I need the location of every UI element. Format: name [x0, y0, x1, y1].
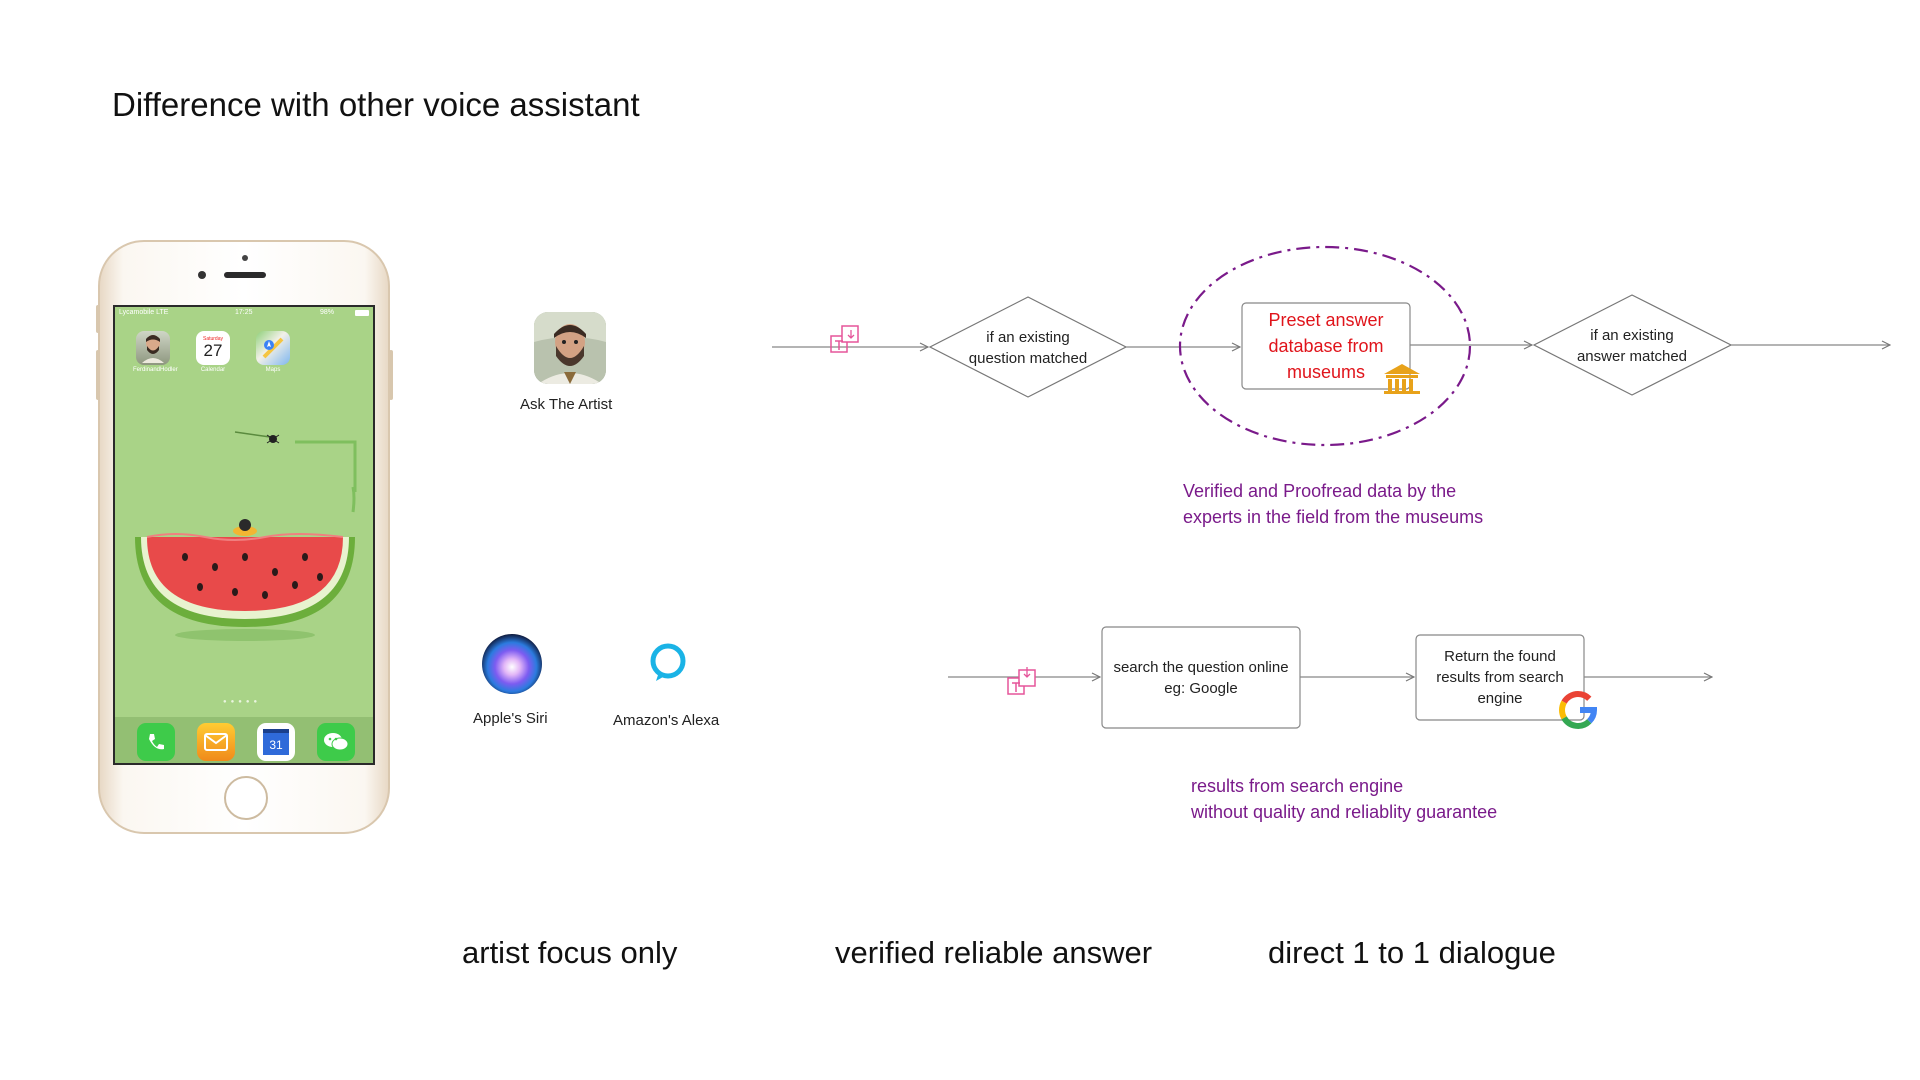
google-icon — [1559, 691, 1598, 729]
preset-answer-database-box — [1241, 302, 1411, 390]
artist-portrait-icon — [136, 331, 170, 365]
siri-icon — [482, 634, 542, 694]
alexa-label: Amazon's Alexa — [613, 712, 720, 729]
decision-text: question matched — [969, 350, 1087, 367]
ask-the-artist-icon — [534, 312, 606, 384]
note-line: experts in the field from the museums — [1183, 507, 1484, 527]
note-line: results from search engine — [1191, 776, 1404, 796]
question-match-decision — [928, 296, 1128, 398]
mail-icon — [197, 723, 235, 761]
ask-the-artist-label: Ask The Artist — [520, 396, 613, 413]
wechat-icon — [317, 723, 355, 761]
calendar-weekday: Saturday — [202, 336, 223, 342]
text-input-icon — [1007, 667, 1036, 695]
results-box-text: Return the found — [1444, 648, 1556, 665]
dock-calendar-day: 31 — [263, 729, 289, 755]
calendar-icon: 31 — [257, 723, 295, 761]
search-online-box — [1101, 626, 1301, 729]
verified-answer-flow: if an existing question matched Preset a… — [772, 245, 1900, 447]
search-box-text: eg: Google — [1164, 680, 1237, 697]
decision-text: if an existing — [1590, 327, 1673, 344]
search-box-text: search the question online — [1113, 659, 1288, 676]
phone-camera — [198, 271, 206, 279]
search-engine-note: results from search engine without quali… — [1191, 773, 1497, 825]
note-line: Verified and Proofread data by the — [1183, 481, 1457, 501]
footer-point-verified-answer: verified reliable answer — [835, 935, 1153, 970]
app-label: Calendar — [200, 367, 226, 373]
results-box-text: results from search — [1436, 669, 1564, 686]
calendar-icon: Saturday 27 — [196, 331, 230, 365]
status-time: 17:25 — [235, 309, 253, 316]
status-battery-text: 98% — [320, 309, 335, 316]
phone-speaker — [224, 272, 266, 278]
app-label: Maps — [265, 367, 281, 373]
text-input-icon — [830, 325, 859, 353]
app-label: FerdinandHodler — [133, 367, 178, 373]
battery-icon — [355, 310, 369, 316]
search-engine-flow: search the question online eg: Google Re… — [948, 626, 1720, 729]
answer-match-decision — [1532, 294, 1733, 396]
phone-icon — [137, 723, 175, 761]
phone-dock: 31 — [115, 717, 373, 763]
phone-side-button — [389, 350, 393, 400]
alexa-icon — [650, 643, 686, 681]
museum-icon — [1384, 364, 1420, 394]
page-indicator: ●●●●● — [223, 699, 262, 705]
app-maps: Maps — [253, 331, 293, 373]
footer-point-artist-focus: artist focus only — [462, 935, 678, 970]
results-box-text: engine — [1477, 690, 1522, 707]
slide-title: Difference with other voice assistant — [112, 86, 640, 123]
phone-home-button — [224, 776, 268, 820]
phone-sensor — [242, 255, 248, 261]
verified-data-note: Verified and Proofread data by the exper… — [1183, 478, 1483, 530]
siri-label: Apple's Siri — [473, 710, 548, 727]
decision-text: answer matched — [1577, 348, 1687, 365]
database-text: Preset answer — [1268, 310, 1383, 330]
phone-screen: Lycamobile LTE 17:25 98% FerdinandHodler… — [113, 305, 375, 765]
status-carrier: Lycamobile LTE — [119, 309, 169, 316]
maps-icon — [256, 331, 290, 365]
app-ferdinandhodler: FerdinandHodler — [133, 331, 178, 373]
calendar-day: 27 — [203, 341, 223, 360]
app-calendar: Saturday 27 Calendar — [193, 331, 233, 373]
note-line: without quality and reliablity guarantee — [1191, 802, 1498, 822]
database-text: museums — [1287, 362, 1365, 382]
decision-text: if an existing — [986, 329, 1069, 346]
watermelon-wallpaper-illustration — [135, 431, 357, 641]
verified-data-highlight-ellipse — [1178, 245, 1472, 447]
phone-status-bar: Lycamobile LTE 17:25 98% — [115, 307, 373, 321]
database-text: database from — [1268, 336, 1383, 356]
footer-point-dialogue: direct 1 to 1 dialogue — [1268, 935, 1556, 970]
